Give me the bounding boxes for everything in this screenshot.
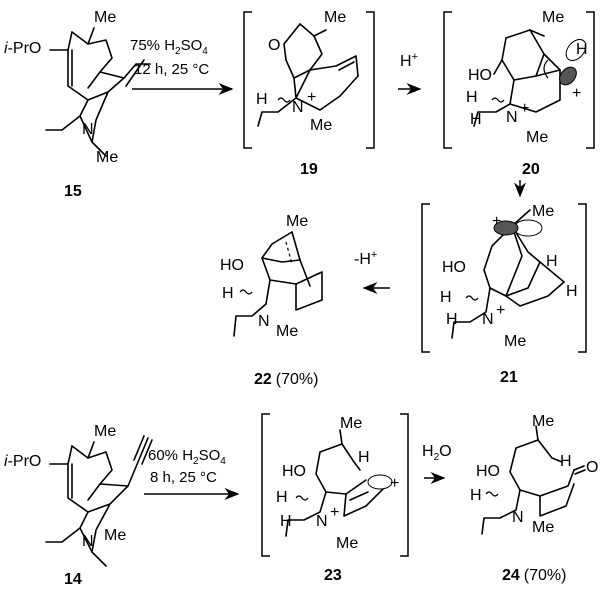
compound-22-nme-label: Me — [276, 323, 298, 340]
compound-15-n-label: N — [82, 121, 94, 138]
compound-22-n-label: N — [258, 313, 270, 330]
compound-21-nme-label: Me — [504, 333, 526, 350]
compound-20-me-label: Me — [542, 9, 564, 26]
compound-23-cation-plus: + — [390, 475, 399, 492]
compound-24-structure — [481, 425, 586, 535]
compound-20-nh-label: H — [470, 111, 482, 128]
compound-15-number: 15 — [64, 183, 82, 200]
compound-22-structure — [233, 231, 323, 337]
compound-23-nh-label: H — [280, 513, 292, 530]
bracket-20-right — [586, 11, 595, 149]
compound-14-n-label: N — [82, 533, 94, 550]
compound-14-nme-label: Me — [104, 527, 126, 544]
compound-24-ho-label: HO — [476, 463, 500, 480]
compound-20-cation-plus: + — [572, 85, 581, 102]
bracket-23-right — [400, 413, 409, 557]
protonation-label: H+ — [400, 51, 418, 70]
compound-14-ipro-label: i-PrO — [4, 453, 41, 470]
compound-21-ho-label: HO — [442, 259, 466, 276]
compound-21-plus: + — [492, 213, 501, 230]
compound-20-p-orbital-upper — [565, 38, 587, 62]
compound-21-h-label-upper: H — [546, 253, 558, 270]
compound-21-p-orbital-left — [493, 220, 519, 236]
compound-14-number: 14 — [64, 571, 82, 588]
compound-19-o-label: O — [268, 37, 280, 54]
compound-19-plus: + — [307, 89, 316, 106]
bracket-19-right — [366, 11, 375, 149]
compound-19-h-label: H — [256, 91, 268, 108]
compound-19-me-label: Me — [324, 9, 346, 26]
compound-24-h2-label: H — [470, 487, 482, 504]
compound-23-number: 23 — [324, 567, 342, 584]
compound-22-h-label: H — [222, 285, 234, 302]
compound-21-me-label: Me — [532, 203, 554, 220]
compound-20-p-orbital-lower — [559, 66, 577, 86]
compound-22-me-label: Me — [286, 213, 308, 230]
bracket-21-left — [421, 203, 430, 353]
compound-21-n-label: N — [482, 311, 494, 328]
deprotonation-label: -H+ — [354, 249, 377, 268]
compound-24-n-label: N — [512, 509, 524, 526]
bracket-20-left — [443, 11, 452, 149]
compound-14-structure — [45, 435, 153, 567]
compound-21-number: 21 — [500, 369, 518, 386]
compound-23-nplus: + — [330, 504, 339, 521]
condition-2-acid: 60% H2SO4 — [148, 447, 226, 467]
water-label: H2O — [422, 443, 452, 463]
bracket-23-left — [261, 413, 270, 557]
compound-22-number-yield: 22(70%) — [254, 371, 318, 388]
compound-20-h2-label: H — [466, 89, 478, 106]
compound-23-nme-label: Me — [336, 535, 358, 552]
compound-15-structure — [45, 27, 151, 157]
compound-23-p-orbital — [367, 474, 393, 490]
compound-23-me-label: Me — [340, 415, 362, 432]
compound-19-n-label: N — [292, 99, 304, 116]
compound-24-h-label: H — [560, 453, 572, 470]
compound-20-ho-label: HO — [468, 67, 492, 84]
compound-20-plus: + — [520, 100, 529, 117]
condition-1-acid: 75% H2SO4 — [130, 37, 208, 57]
compound-24-number-yield: 24(70%) — [502, 567, 566, 584]
compound-15-me-label: Me — [94, 9, 116, 26]
compound-23-structure — [285, 429, 387, 537]
compound-19-nme-label: Me — [310, 117, 332, 134]
compound-21-structure — [451, 209, 565, 339]
compound-20-nme-label: Me — [526, 129, 548, 146]
compound-19-structure — [257, 23, 359, 127]
compound-21-nplus: + — [496, 302, 505, 319]
compound-15-nme-label: Me — [96, 149, 118, 166]
compound-14-me-label: Me — [94, 423, 116, 440]
compound-24-o-label: O — [586, 459, 598, 476]
condition-2-time: 8 h, 25 °C — [150, 469, 217, 486]
compound-21-h-label-right: H — [566, 283, 578, 300]
compound-20-n-label: N — [506, 109, 518, 126]
bracket-21-right — [578, 203, 587, 353]
compound-19-number: 19 — [300, 161, 318, 178]
compound-15-ipro-label: i-PrO — [4, 40, 41, 57]
compound-24-me-label: Me — [532, 413, 554, 430]
compound-23-n-label: N — [316, 513, 328, 530]
compound-20-h-label: H — [576, 41, 588, 58]
condition-1-time: 12 h, 25 °C — [134, 61, 209, 78]
compound-24-nme-label: Me — [532, 519, 554, 536]
compound-23-ho-label: HO — [282, 463, 306, 480]
bracket-19-left — [243, 11, 252, 149]
compound-23-h2-label: H — [276, 489, 288, 506]
compound-20-number: 20 — [522, 161, 540, 178]
compound-23-h-label: H — [358, 449, 370, 466]
compound-21-nh-label: H — [446, 311, 458, 328]
compound-21-h2-label: H — [440, 289, 452, 306]
compound-20-structure — [473, 29, 561, 127]
compound-22-ho-label: HO — [220, 257, 244, 274]
